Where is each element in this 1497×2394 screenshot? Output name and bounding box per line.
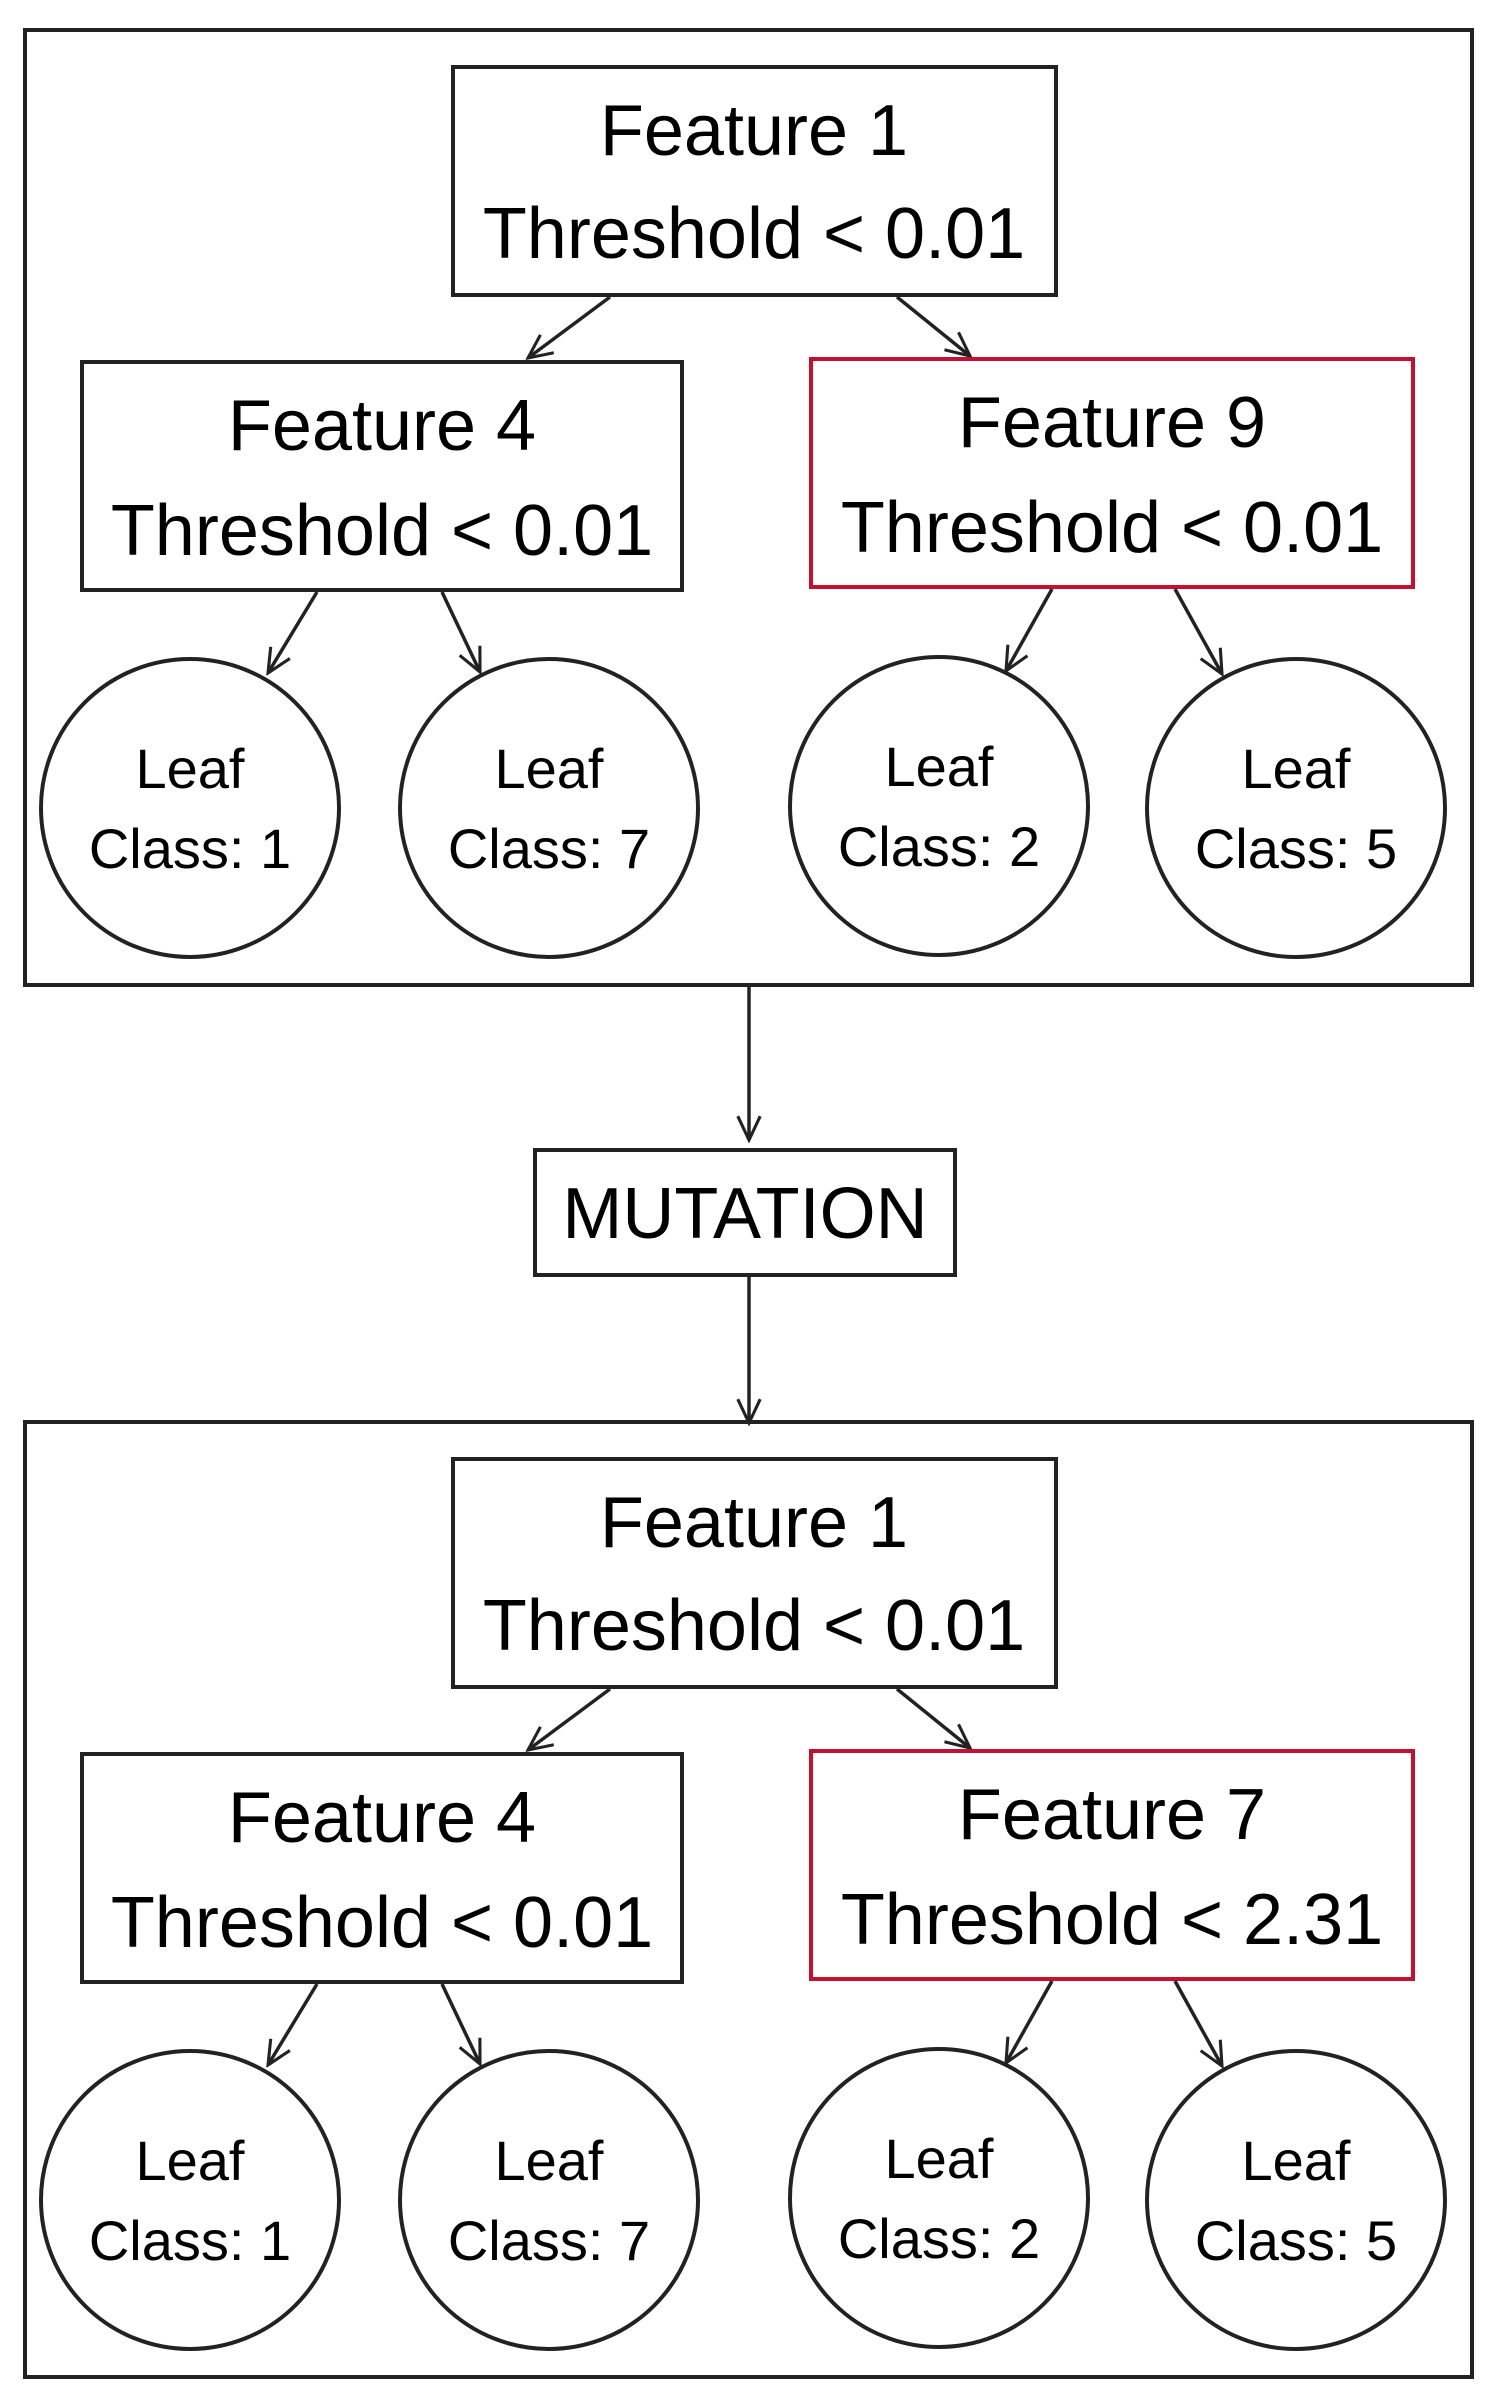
leaf-node: Leaf Class: 7 [398, 2049, 700, 2351]
root-feature: Feature 1 [600, 91, 908, 171]
leaf-label: Leaf [136, 737, 245, 800]
tree-after-frame [23, 1420, 1474, 2379]
leaf-class: Class: 2 [838, 2207, 1040, 2270]
edge-right-leaf2 [1173, 588, 1222, 674]
leaf-class: Class: 7 [448, 817, 650, 880]
leaf-node: Leaf Class: 2 [788, 2047, 1090, 2349]
left-feature: Feature 4 [228, 1778, 536, 1858]
left-threshold: Threshold < 0.01 [111, 1883, 653, 1963]
leaf-label: Leaf [1242, 737, 1351, 800]
leaf-label: Leaf [136, 2129, 245, 2192]
right-node-highlighted: Feature 7 Threshold < 2.31 [809, 1749, 1415, 1981]
edge-left-leaf2 [440, 591, 482, 672]
edge-left-leaf1 [268, 591, 319, 673]
edge-right-leaf1 [1006, 588, 1054, 671]
leaf-label: Leaf [885, 2127, 994, 2190]
right-threshold: Threshold < 2.31 [841, 1880, 1383, 1960]
edge-left-leaf2 [440, 1983, 482, 2064]
tree-before: Feature 1 Threshold < 0.01 Feature 4 Thr… [23, 28, 1474, 987]
left-node: Feature 4 Threshold < 0.01 [80, 1752, 684, 1984]
left-feature: Feature 4 [228, 386, 536, 466]
leaf-node: Leaf Class: 1 [39, 657, 341, 959]
edge-root-left [528, 1687, 612, 1750]
edge-root-right [895, 295, 970, 356]
right-feature: Feature 7 [958, 1775, 1266, 1855]
right-threshold: Threshold < 0.01 [841, 488, 1383, 568]
tree-after: Feature 1 Threshold < 0.01 Feature 4 Thr… [23, 1420, 1474, 2379]
root-feature: Feature 1 [600, 1483, 908, 1563]
right-node-highlighted: Feature 9 Threshold < 0.01 [809, 357, 1415, 589]
leaf-class: Class: 1 [89, 817, 291, 880]
edge-left-leaf1 [268, 1983, 319, 2065]
root-node: Feature 1 Threshold < 0.01 [451, 1457, 1058, 1689]
edge-right-leaf2 [1173, 1980, 1222, 2066]
root-node: Feature 1 Threshold < 0.01 [451, 65, 1058, 297]
leaf-class: Class: 2 [838, 815, 1040, 878]
leaf-label: Leaf [495, 2129, 604, 2192]
edge-root-left [528, 295, 612, 358]
leaf-label: Leaf [885, 735, 994, 798]
edge-root-right [895, 1687, 970, 1748]
leaf-label: Leaf [1242, 2129, 1351, 2192]
leaf-class: Class: 7 [448, 2209, 650, 2272]
leaf-node: Leaf Class: 5 [1145, 2049, 1447, 2351]
tree-before-frame [23, 28, 1474, 987]
left-threshold: Threshold < 0.01 [111, 491, 653, 571]
left-node: Feature 4 Threshold < 0.01 [80, 360, 684, 592]
mutation-box: MUTATION [533, 1148, 957, 1277]
root-threshold: Threshold < 0.01 [483, 194, 1025, 274]
leaf-class: Class: 1 [89, 2209, 291, 2272]
leaf-label: Leaf [495, 737, 604, 800]
leaf-class: Class: 5 [1195, 2209, 1397, 2272]
leaf-class: Class: 5 [1195, 817, 1397, 880]
leaf-node: Leaf Class: 1 [39, 2049, 341, 2351]
right-feature: Feature 9 [958, 383, 1266, 463]
root-threshold: Threshold < 0.01 [483, 1586, 1025, 1666]
edge-right-leaf1 [1006, 1980, 1054, 2063]
leaf-node: Leaf Class: 2 [788, 655, 1090, 957]
mutation-label: MUTATION [562, 1174, 927, 1254]
leaf-node: Leaf Class: 5 [1145, 657, 1447, 959]
leaf-node: Leaf Class: 7 [398, 657, 700, 959]
